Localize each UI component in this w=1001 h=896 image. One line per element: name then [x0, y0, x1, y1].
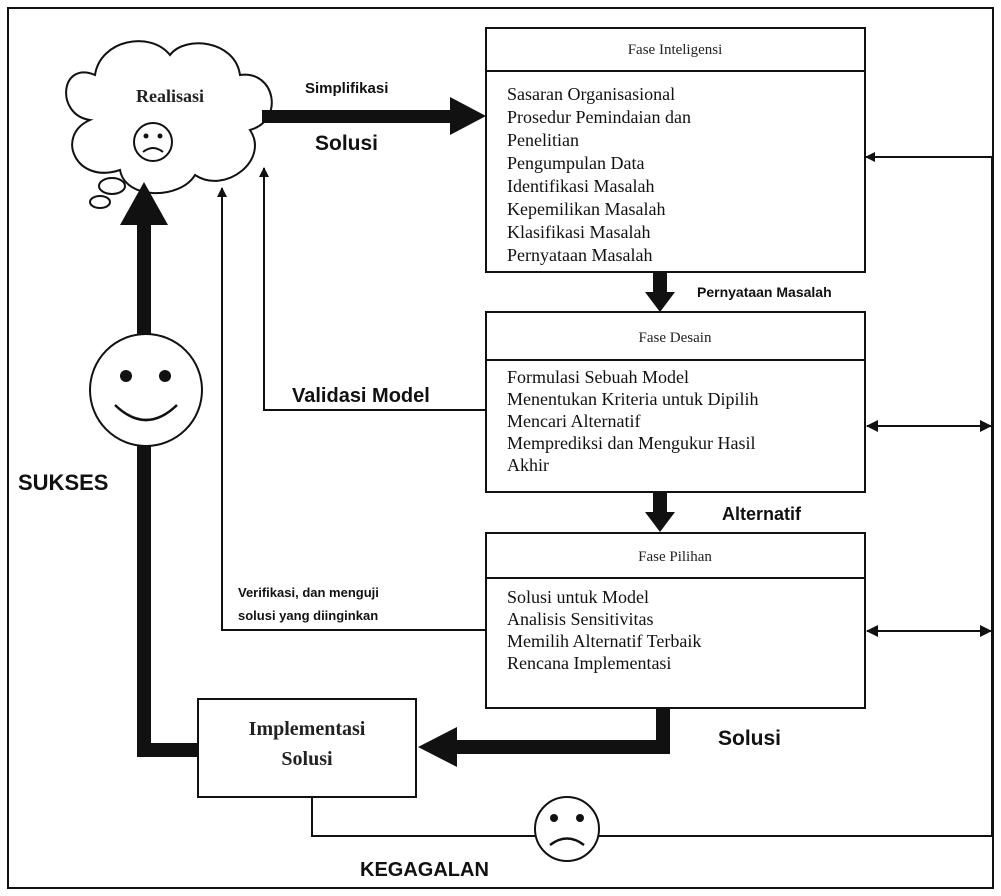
realisasi-cloud: Realisasi [65, 40, 273, 209]
validasi-arrow [259, 167, 485, 411]
inteligensi-item: Kepemilikan Masalah [507, 199, 665, 219]
sukses-label: SUKSES [18, 470, 108, 495]
desain-item: Formulasi Sebuah Model [507, 367, 689, 387]
happy-face-icon [89, 333, 203, 447]
cloud-shape [65, 40, 273, 195]
cloud-bubble [89, 195, 111, 209]
verifikasi-arrow [217, 187, 485, 631]
inteligensi-item: Penelitian [507, 130, 579, 150]
fase-desain-title: Fase Desain [639, 330, 712, 346]
implementasi-line2: Solusi [281, 748, 333, 770]
desain-item: Akhir [507, 455, 549, 475]
alternatif-label: Alternatif [722, 504, 802, 524]
desain-item: Menentukan Kriteria untuk Dipilih [507, 389, 758, 409]
fase-desain-box: Fase Desain Formulasi Sebuah Model Menen… [485, 311, 866, 493]
fase-inteligensi-box: Fase Inteligensi Sasaran Organisasional … [485, 27, 866, 273]
simplifikasi-arrow [262, 97, 486, 135]
realisasi-title: Realisasi [136, 86, 204, 106]
kegagalan-path [311, 797, 992, 837]
pilihan-item: Rencana Implementasi [507, 653, 671, 673]
fase-inteligensi-title: Fase Inteligensi [628, 42, 723, 58]
fase-pilihan-box: Fase Pilihan Solusi untuk Model Analisis… [485, 532, 866, 709]
inteligensi-item: Pengumpulan Data [507, 153, 644, 173]
verifikasi-label-line2: solusi yang diinginkan [238, 608, 378, 623]
inteligensi-item: Klasifikasi Masalah [507, 222, 650, 242]
validasi-model-label: Validasi Model [292, 385, 430, 407]
verifikasi-label-line1: Verifikasi, dan menguji [238, 585, 379, 600]
pilihan-item: Solusi untuk Model [507, 587, 649, 607]
pilihan-item: Memilih Alternatif Terbaik [507, 631, 701, 651]
solusi-top-label: Solusi [315, 132, 378, 155]
simplifikasi-label: Simplifikasi [305, 80, 388, 97]
inteligensi-item: Pernyataan Masalah [507, 245, 652, 265]
desain-item: Memprediksi dan Mengukur Hasil [507, 433, 755, 453]
fase-pilihan-title: Fase Pilihan [638, 549, 712, 565]
pernyataan-masalah-label: Pernyataan Masalah [697, 284, 832, 300]
pilihan-item: Analisis Sensitivitas [507, 609, 654, 629]
solusi-bottom-label: Solusi [718, 727, 781, 750]
implementasi-box: Implementasi Solusi [197, 698, 417, 798]
sad-face-icon [534, 796, 600, 862]
kegagalan-label: KEGAGALAN [360, 859, 489, 881]
solusi-arrow [418, 708, 670, 767]
cloud-bubble [98, 177, 126, 195]
inteligensi-item: Sasaran Organisasional [507, 84, 675, 104]
inteligensi-item: Identifikasi Masalah [507, 176, 654, 196]
inteligensi-item: Prosedur Pemindaian dan [507, 107, 691, 127]
desain-item: Mencari Alternatif [507, 411, 640, 431]
sad-face-icon [133, 122, 173, 162]
arrow-to-desain [645, 272, 675, 312]
feedback-rail [865, 152, 993, 836]
arrow-to-pilihan [645, 492, 675, 532]
sukses-arrow [120, 182, 198, 757]
implementasi-line1: Implementasi [249, 718, 366, 740]
